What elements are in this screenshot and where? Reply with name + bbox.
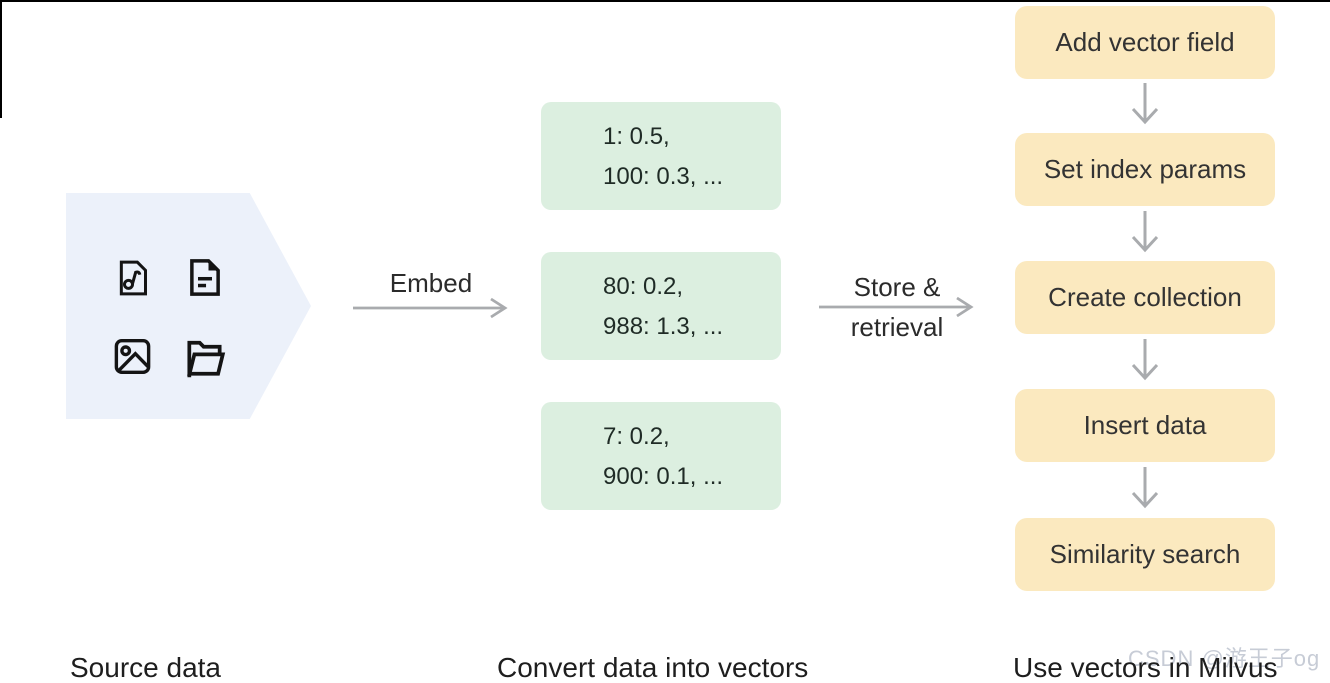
- vector-box-line: 80: 0.2,: [603, 273, 684, 300]
- screenshot-top-edge: [0, 0, 1330, 2]
- step-set-index-params: Set index params: [1015, 133, 1275, 206]
- step-label: Similarity search: [1049, 539, 1241, 569]
- use-vectors-label: Use vectors in Milvus: [1013, 652, 1278, 683]
- vector-box-line: 7: 0.2,: [603, 423, 670, 450]
- step-label: Create collection: [1048, 282, 1242, 312]
- music-file-icon: [113, 257, 153, 299]
- step-label: Set index params: [1043, 154, 1247, 184]
- step-add-vector-field: Add vector field: [1015, 6, 1275, 79]
- convert-data-label: Convert data into vectors: [497, 652, 809, 683]
- down-arrow-icon: [1127, 210, 1163, 259]
- embed-arrow-label: Embed: [389, 268, 473, 298]
- step-similarity-search: Similarity search: [1015, 518, 1275, 591]
- down-arrow-icon: [1127, 338, 1163, 387]
- vector-box-3: 7: 0.2, 900: 0.1, ...: [541, 402, 781, 510]
- down-arrow-icon: [1127, 82, 1163, 131]
- store-arrow-label-line1: Store &: [853, 272, 941, 302]
- screenshot-left-edge: [0, 0, 2, 118]
- vector-box-line: 100: 0.3, ...: [603, 163, 724, 190]
- vector-box-1: 1: 0.5, 100: 0.3, ...: [541, 102, 781, 210]
- store-retrieval-arrow: [818, 295, 976, 324]
- down-arrow-icon: [1127, 466, 1163, 515]
- step-label: Insert data: [1083, 410, 1207, 440]
- vector-box-2: 80: 0.2, 988: 1.3, ...: [541, 252, 781, 360]
- step-label: Add vector field: [1055, 27, 1235, 57]
- text-file-icon: [184, 255, 226, 300]
- step-create-collection: Create collection: [1015, 261, 1275, 334]
- source-data-label: Source data: [70, 652, 221, 683]
- vector-box-line: 900: 0.1, ...: [603, 463, 724, 490]
- folder-icon: [179, 333, 229, 380]
- csdn-watermark: CSDN @游王子og: [1128, 646, 1321, 671]
- step-insert-data: Insert data: [1015, 389, 1275, 462]
- source-data-shape: [66, 193, 311, 419]
- vector-box-line: 988: 1.3, ...: [603, 313, 724, 340]
- embed-arrow: [352, 296, 510, 325]
- vector-box-line: 1: 0.5,: [603, 123, 670, 150]
- store-arrow-label-line2: retrieval: [850, 312, 944, 342]
- image-file-icon: [111, 335, 154, 378]
